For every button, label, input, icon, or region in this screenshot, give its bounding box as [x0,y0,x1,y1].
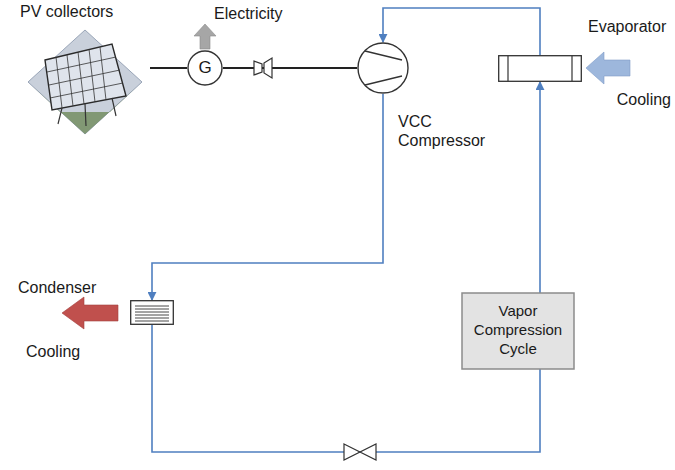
condenser-box: Condenser [130,300,174,325]
pv-picture [28,30,142,134]
electricity-arrow [194,24,216,49]
compressor-symbol: VCC Compressor [357,42,409,94]
cycle-box: Vapor Compression Cycle [462,293,574,369]
electricity-label: Electricity [214,4,282,23]
cooling-label: Cooling [617,90,671,109]
compressor-outline [357,42,409,94]
shaft-coupling [254,58,272,78]
node-text: G [187,50,223,86]
node-text: Condenser [18,278,96,297]
expansion-valve [344,444,376,460]
node-text: Evaporator [588,17,666,36]
pv-collector: PV collectors [18,0,150,136]
generator-circle: G [187,50,223,86]
shaft-line [150,67,187,69]
node-text: Vapor Compression Cycle [462,293,574,366]
evaporator-cooling-arrow [586,52,630,84]
node-text: VCC Compressor [398,112,490,150]
condenser-cooling-arrow [62,297,118,329]
evap-outline [498,55,582,82]
evaporator-box: Evaporator [498,55,582,82]
refrigerant-line [383,8,540,55]
shaft-line [223,67,357,69]
node-text: PV collectors [20,2,113,21]
refrigerant-line [152,94,383,300]
refrigerant-line [152,82,540,452]
cooling-label: Cooling [26,342,80,361]
cond-outline [130,300,174,325]
